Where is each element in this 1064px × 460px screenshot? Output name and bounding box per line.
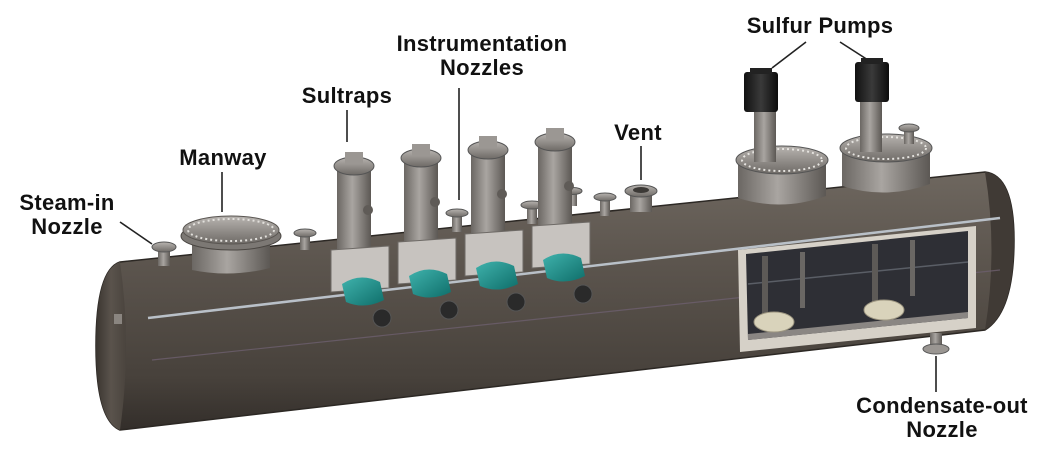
- sultrap-2: [397, 144, 459, 320]
- instrument-nozzle-1-flange: [445, 208, 469, 218]
- sultrap-4: [531, 128, 593, 304]
- sultrap-3-cap: [479, 136, 497, 148]
- sulfur-pump-1-motor-cap: [750, 68, 772, 74]
- callout-manway: Manway: [179, 145, 267, 170]
- nozzle-a-pipe: [300, 234, 310, 250]
- leader-pump-left: [771, 41, 807, 69]
- condensate-nozzle-pipe: [930, 333, 942, 345]
- leader-steam-in: [119, 221, 153, 245]
- pump-casing-2: [863, 299, 905, 321]
- pump-shaft-1a: [762, 256, 768, 318]
- sulfur-pump-1-column: [754, 104, 776, 162]
- vessel: [95, 171, 1015, 431]
- nozzle-b-pipe: [600, 198, 610, 216]
- sulfur-pump-2-flange: [839, 133, 933, 163]
- sulfur-pump-2-column: [860, 96, 882, 152]
- sultrap-2-valve: [409, 269, 451, 298]
- sulfur-pump-2-motor-cap: [861, 58, 883, 64]
- sultrap-4-valve: [543, 253, 585, 282]
- pump-casing-1: [753, 311, 795, 333]
- nozzle-b-flange: [593, 192, 617, 202]
- cutaway-liquid-line: [747, 261, 969, 285]
- vessel-right-head: [985, 172, 1014, 330]
- manway-cover: [182, 215, 280, 245]
- sultrap-1: [330, 152, 392, 328]
- sultrap-3-port: [497, 189, 507, 199]
- callout-steam-in-nozzle: Steam-in Nozzle: [19, 190, 115, 239]
- instrument-nozzle-1-pipe: [452, 214, 462, 232]
- sultrap-3-handwheel: [506, 292, 526, 312]
- sultrap-2-handwheel: [439, 300, 459, 320]
- sultrap-3: [464, 136, 526, 312]
- steam-in-nozzle: [151, 241, 177, 266]
- sulfur-pump-2-side-nozzle: [904, 128, 914, 144]
- callout-lines: [119, 41, 937, 392]
- vessel-small-tag: [114, 314, 122, 324]
- vent-opening: [633, 187, 649, 193]
- instrument-nozzle-2-pipe: [527, 206, 537, 224]
- callout-sultraps: Sultraps: [301, 83, 393, 108]
- sulfur-pump-2: [839, 58, 933, 193]
- sultrap-4-cap: [546, 128, 564, 140]
- sultrap-1-port: [363, 205, 373, 215]
- vessel-left-head: [96, 262, 126, 430]
- pump-shaft-1b: [800, 252, 805, 308]
- sulfur-pump-2-bolt-ring: [845, 136, 927, 160]
- manway-cover-bolt-ring: [187, 218, 275, 242]
- callout-instrumentation-nozzles: Instrumentation Nozzles: [396, 31, 568, 80]
- manway: [180, 215, 282, 274]
- sulfur-pump-1-flange: [735, 145, 829, 175]
- sulfur-pump-2-motor: [855, 62, 889, 102]
- sultrap-2-port: [430, 197, 440, 207]
- pump-shaft-2a: [872, 244, 878, 306]
- vent-nozzle: [624, 184, 658, 212]
- sultrap-4-port: [564, 181, 574, 191]
- callout-vent: Vent: [614, 120, 662, 145]
- top-nozzles: [293, 187, 617, 250]
- sulfur-pump-1-bolt-ring: [741, 148, 823, 172]
- condensate-out-nozzle: [922, 333, 950, 355]
- nozzle-a-flange: [293, 228, 317, 238]
- cutaway-floor: [748, 312, 968, 340]
- callout-condensate-out-nozzle: Condensate-out Nozzle: [856, 393, 1028, 442]
- sultrap-1-cap: [345, 152, 363, 164]
- leader-pump-right: [839, 41, 869, 61]
- sultrap-1-handwheel: [372, 308, 392, 328]
- steam-nozzle-flange: [151, 241, 177, 253]
- pump-shaft-2b: [910, 240, 915, 296]
- condensate-nozzle-flange: [922, 343, 950, 355]
- sultrap-2-cap: [412, 144, 430, 156]
- steam-nozzle-pipe: [158, 248, 170, 266]
- sultrap-1-valve: [342, 277, 384, 306]
- sulfur-pump-2-side-flange: [898, 123, 920, 133]
- nozzle-c-pipe: [569, 192, 577, 206]
- sultrap-4-handwheel: [573, 284, 593, 304]
- sultrap-3-valve: [476, 261, 518, 290]
- sulfur-pump-1-motor: [744, 72, 778, 112]
- cutaway-section: [738, 226, 976, 352]
- callout-sulfur-pumps: Sulfur Pumps: [746, 13, 894, 38]
- sulfur-pump-1: [735, 68, 829, 205]
